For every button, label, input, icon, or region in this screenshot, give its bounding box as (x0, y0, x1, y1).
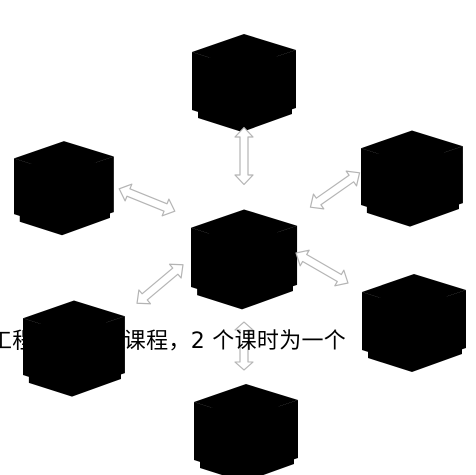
arrow-center-to-lower-left (130, 257, 190, 311)
caption-text: 工程综合训练课程，2 个课时为一个 (0, 329, 347, 354)
arrow-center-to-lower-right (290, 244, 354, 292)
cube-center (191, 209, 298, 310)
arrow-center-to-upper-left (115, 179, 179, 221)
cube-lower-right (362, 274, 466, 372)
cube-upper-left (13, 141, 114, 236)
arrow-center-to-upper-right (304, 164, 366, 216)
arrow-center-to-top (234, 126, 254, 186)
cube-upper-right (361, 130, 463, 227)
cube-top (192, 34, 296, 132)
cube-bottom (194, 384, 298, 475)
